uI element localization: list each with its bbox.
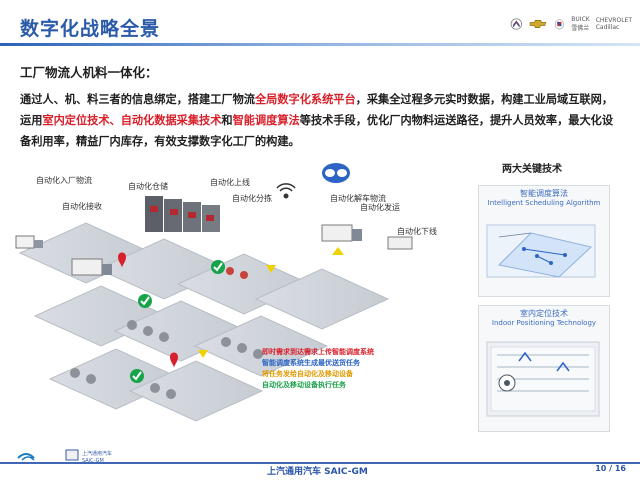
diagram-label-auto-shipping: 自动化发运 [360,202,400,212]
brand-logos: BUICK 雪佛兰 CHEVROLET Cadillac [510,8,632,40]
positioning-illustration [486,341,600,417]
brand-word-cadillac: Cadillac [595,24,620,31]
workstations [70,262,263,399]
legend-line-1: 即时需求到达需求上传智能调度系统 [262,348,374,356]
brand-word-chevrolet-cn: 雪佛兰 [571,25,590,32]
footer-left-logo-text-1: 上汽通用汽车 [82,450,112,457]
key-technology-title: 两大关键技术 [502,164,562,175]
scheduling-illustration [486,224,596,278]
trucks [15,224,413,276]
legend-line-4: 自动化及移动设备执行任务 [262,381,346,389]
card1-title: 智能调度算法 [520,189,568,198]
body-part-1: 通过人、机、料三者的信息绑定，搭建工厂物流 [20,93,255,106]
legend-line-3: 将任务发给自动化及移动设备 [262,370,353,378]
footer-logo-marks: 上汽通用汽车 SAIC-GM [17,449,112,464]
footer-brand: 上汽通用汽车 SAIC-GM [267,467,368,477]
status-markers [118,247,344,383]
footer-left-logos: 上汽通用汽车 SAIC-GM [14,445,124,467]
body-part-3: ，采集全过程多元实时数据，构建工业局域互联网，运用 [20,93,613,127]
factory-floor-tiles [18,222,390,422]
diagram-label-auto-inbound: 自动化入厂物流 [36,175,92,185]
diagram-label-auto-online: 自动化上线 [210,177,250,187]
page-title: 数字化战略全景 [20,18,161,40]
diagram-label-auto-warehouse: 自动化仓储 [128,181,168,191]
body-part-4: 室内定位技术、自动化数据采集技术 [42,114,222,127]
brand-word-buick: BUICK [571,16,590,23]
card1-subtitle: Intelligent Scheduling Algorithm [487,199,601,207]
wifi-signal-icon [276,183,296,199]
footer-rule [0,462,640,464]
footer-left-logo-text-2: SAIC-GM [82,458,104,464]
cadillac-logo-icon [554,18,564,30]
card2-subtitle: Indoor Positioning Technology [491,319,597,327]
body-part-6: 智能调度算法 [232,114,300,127]
warehouse-rack [145,196,220,232]
buick-logo-icon [510,18,523,30]
section-subtitle: 工厂物流人机料一体化： [20,65,158,80]
cloud-system-icon [322,163,350,183]
process-legend: 即时需求到达需求上传智能调度系统 智能调度系统生成最优送货任务 将任务发给自动化… [262,347,432,391]
diagram-label-auto-receiving: 自动化接收 [62,201,102,211]
diagram-label-auto-offline: 自动化下线 [397,226,437,236]
factory-logistics-illustration: 自动化入厂物流 自动化接收 自动化仓储 自动化分拣 自动化上线 自动化解车物流 … [15,163,437,422]
card2-title: 室内定位技术 [520,309,568,318]
legend-line-2: 智能调度系统生成最优送货任务 [262,359,360,367]
body-part-2: 全局数字化系统平台 [254,93,356,106]
chevrolet-logo-icon [529,20,546,28]
intelligent-scheduling-card: 智能调度算法 Intelligent Scheduling Algorithm [478,185,610,297]
factory-logistics-diagram: 自动化入厂物流 自动化接收 自动化仓储 自动化分拣 自动化上线 自动化解车物流 … [0,161,440,436]
indoor-positioning-card: 室内定位技术 Indoor Positioning Technology [478,305,610,432]
diagram-label-auto-body: 自动化解车物流 [330,193,386,203]
body-part-7: 等技术手段，优化厂内物料运送路径，提升人员效率，最大化设备利用率，精益厂内库存，… [20,114,614,148]
body-paragraph: 通过人、机、料三者的信息绑定，搭建工厂物流全局数字化系统平台，采集全过程多元实时… [20,89,620,152]
body-part-5: 和 [221,114,233,127]
diagram-label-auto-sorting: 自动化分拣 [232,193,272,203]
page-number: 10 / 16 [595,464,626,473]
brand-word-chevrolet: CHEVROLET [595,17,632,24]
key-technology-panel: 两大关键技术 智能调度算法 Intelligent Scheduling Alg… [470,160,610,450]
title-rule [0,43,640,46]
